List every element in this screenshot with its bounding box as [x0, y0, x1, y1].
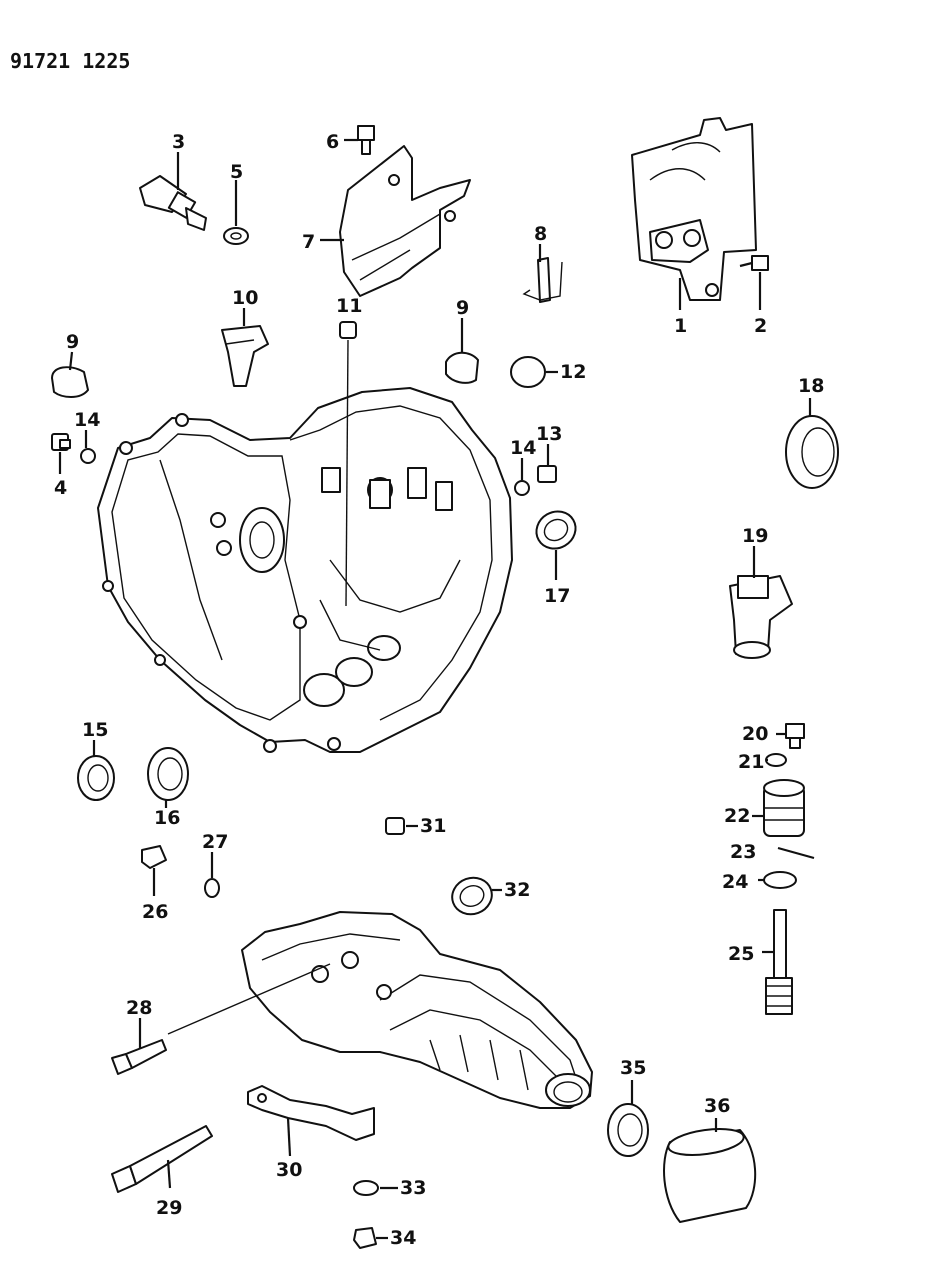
callout-8: 8 — [534, 223, 547, 245]
part-28-bolt — [111, 1039, 167, 1075]
callout-35: 35 — [620, 1057, 646, 1079]
callout-14-left: 14 — [74, 409, 100, 431]
part-22-driven-gear-sleeve — [763, 779, 805, 837]
callout-4: 4 — [54, 477, 67, 499]
callout-32: 32 — [504, 879, 530, 901]
callout-18: 18 — [798, 375, 824, 397]
part-27-o-ring — [204, 878, 220, 898]
callout-7: 7 — [302, 231, 315, 253]
callout-29: 29 — [156, 1197, 182, 1219]
callout-36: 36 — [704, 1095, 730, 1117]
callout-13: 13 — [536, 423, 562, 445]
part-5-washer — [223, 227, 249, 245]
callout-21: 21 — [738, 751, 764, 773]
callout-labels: 1 2 3 4 5 6 7 8 9 9 10 11 12 13 14 14 15… — [54, 131, 824, 1249]
callout-33: 33 — [400, 1177, 426, 1199]
part-4-drain-plug — [51, 433, 71, 451]
part-6-bolt — [357, 125, 375, 155]
callout-9-left: 9 — [66, 331, 79, 353]
part-1-bracket — [631, 117, 757, 301]
callout-23: 23 — [730, 841, 756, 863]
part-24-o-ring — [763, 871, 797, 889]
leader-line-11 — [345, 339, 349, 607]
part-11-plug — [339, 321, 357, 339]
part-19-vehicle-speed-sensor — [729, 575, 793, 659]
callout-11: 11 — [336, 295, 362, 317]
part-14-washer-left — [80, 448, 96, 464]
callout-19: 19 — [742, 525, 768, 547]
callout-9-right: 9 — [456, 297, 469, 319]
callout-16: 16 — [154, 807, 180, 829]
part-2-bolt — [739, 255, 769, 271]
part-15-oil-seal — [77, 755, 115, 801]
leader-lines — [58, 138, 812, 1240]
part-20-bolt — [785, 723, 805, 749]
part-34-plug — [353, 1227, 377, 1249]
part-9-plug-left — [51, 366, 89, 398]
callout-1: 1 — [674, 315, 687, 337]
part-17-oil-seal — [535, 510, 577, 550]
transaxle-case — [97, 387, 513, 753]
part-36-dust-cover — [663, 1127, 757, 1223]
callout-26: 26 — [142, 901, 168, 923]
part-7-bracket — [339, 145, 471, 297]
callout-20: 20 — [742, 723, 768, 745]
drawing-number: 91721 1225 — [10, 49, 130, 73]
callout-22: 22 — [724, 805, 750, 827]
part-26-plug — [141, 845, 167, 869]
part-32-oil-seal — [451, 876, 493, 916]
part-31-plug — [385, 817, 405, 835]
callout-6: 6 — [326, 131, 339, 153]
part-21-washer — [765, 753, 787, 767]
callout-2: 2 — [754, 315, 767, 337]
extension-housing — [241, 911, 593, 1109]
part-18-oil-seal — [785, 415, 839, 489]
callout-10: 10 — [232, 287, 258, 309]
callout-12: 12 — [560, 361, 586, 383]
part-14-washer-right — [514, 480, 530, 496]
callout-17: 17 — [544, 585, 570, 607]
part-10-lever — [221, 325, 269, 387]
callout-15: 15 — [82, 719, 108, 741]
part-23-pin — [777, 846, 815, 860]
part-12-o-ring — [510, 356, 546, 388]
callout-31: 31 — [420, 815, 446, 837]
callout-24: 24 — [722, 871, 748, 893]
callout-5: 5 — [230, 161, 243, 183]
part-9-plug-right — [445, 351, 479, 384]
part-33-o-ring — [353, 1180, 379, 1196]
callout-25: 25 — [728, 943, 754, 965]
part-16-oil-seal — [147, 747, 189, 801]
part-35-oil-seal — [607, 1103, 649, 1157]
leader-line-28 — [167, 963, 331, 1035]
part-3-switch — [139, 175, 207, 231]
part-13-filler-plug — [537, 465, 557, 483]
callout-27: 27 — [202, 831, 228, 853]
callout-28: 28 — [126, 997, 152, 1019]
callout-34: 34 — [390, 1227, 416, 1249]
part-25-driven-gear — [765, 909, 793, 1015]
callout-3: 3 — [172, 131, 185, 153]
part-8-clip — [522, 257, 563, 303]
part-30-bracket — [247, 1085, 375, 1141]
part-29-long-bolt — [111, 1125, 213, 1193]
callout-30: 30 — [276, 1159, 302, 1181]
callout-14-right: 14 — [510, 437, 536, 459]
